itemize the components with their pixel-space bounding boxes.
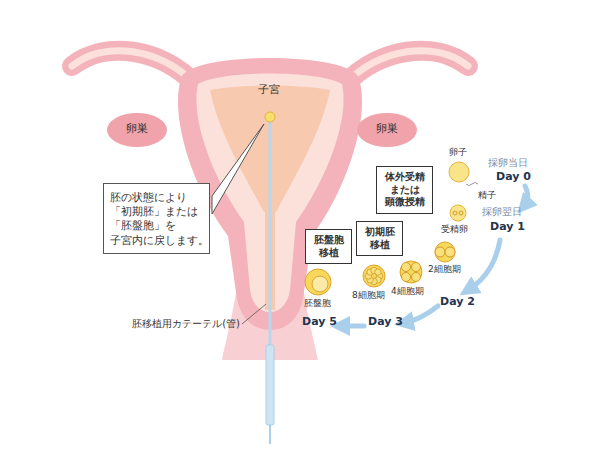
- day-arrows: [340, 186, 528, 326]
- blastomere: [412, 273, 421, 282]
- blastomere: [402, 273, 411, 282]
- left-ovary: [107, 113, 167, 147]
- blastomere: [402, 263, 411, 272]
- cell-label: 4細胞期: [391, 286, 424, 296]
- cell-label: 8細胞期: [352, 290, 385, 300]
- blastomere: [375, 269, 381, 275]
- part-name: 子宮: [258, 84, 280, 97]
- zygote: [450, 205, 466, 221]
- part-name: 胚移植用カテーテル(管): [132, 318, 240, 330]
- blastocyst: [305, 269, 331, 295]
- day-label: Day 3: [368, 316, 403, 329]
- right-tube-inner: [345, 51, 468, 84]
- blastomere: [435, 247, 445, 257]
- transfer-box: 胚盤胞 移植: [305, 229, 352, 264]
- box-text: 体外受精 または 顕微授精: [381, 171, 428, 209]
- day-caption: 採卵翌日: [482, 207, 522, 218]
- cell-label: 受精卵: [441, 224, 468, 234]
- pronucleus: [453, 211, 457, 215]
- catheter-plunger: [269, 425, 271, 444]
- callout-box: 胚の状態により 「初期胚」または 「胚盤胞」を 子宮内に戻します。: [103, 183, 210, 254]
- two-cell: [435, 242, 455, 262]
- four-cell: [400, 261, 422, 283]
- eight-cell: [363, 265, 385, 287]
- blastomere: [412, 263, 421, 272]
- process-box: 体外受精 または 顕微授精: [376, 166, 433, 214]
- cell-label: 胚盤胞: [304, 298, 331, 308]
- day-caption: 採卵当日: [488, 158, 528, 169]
- transfer-box: 初期胚 移植: [356, 221, 403, 256]
- sperm: [466, 183, 478, 186]
- right-ovary: [357, 113, 417, 147]
- part-name: 卵巣: [376, 123, 398, 136]
- part-name: 卵巣: [126, 123, 148, 136]
- day-label: Day 1: [490, 221, 525, 234]
- blastocoel: [312, 276, 328, 292]
- left-tube: [72, 51, 195, 84]
- cell-label: 卵子: [449, 147, 467, 157]
- embryo-dot: [265, 112, 275, 122]
- day-label: Day 5: [302, 316, 337, 329]
- egg: [449, 162, 469, 182]
- box-text: 初期胚 移植: [361, 226, 398, 251]
- box-text: 胚の状態により 「初期胚」または 「胚盤胞」を 子宮内に戻します。: [110, 190, 203, 247]
- leader-line: [242, 304, 266, 324]
- box-text: 胚盤胞 移植: [310, 234, 347, 259]
- catheter-tube: [269, 122, 272, 360]
- catheter-syringe: [266, 345, 274, 425]
- day-label: Day 2: [440, 296, 475, 309]
- blastomere: [445, 247, 455, 257]
- blastomeres: [365, 267, 382, 284]
- cell-label: 精子: [478, 190, 496, 200]
- pronucleus: [459, 211, 463, 215]
- left-tube-inner: [72, 51, 195, 84]
- day-label: Day 0: [496, 171, 531, 184]
- right-tube: [345, 51, 468, 84]
- callout-pointer: [212, 124, 264, 214]
- cell-label: 2細胞期: [428, 264, 461, 274]
